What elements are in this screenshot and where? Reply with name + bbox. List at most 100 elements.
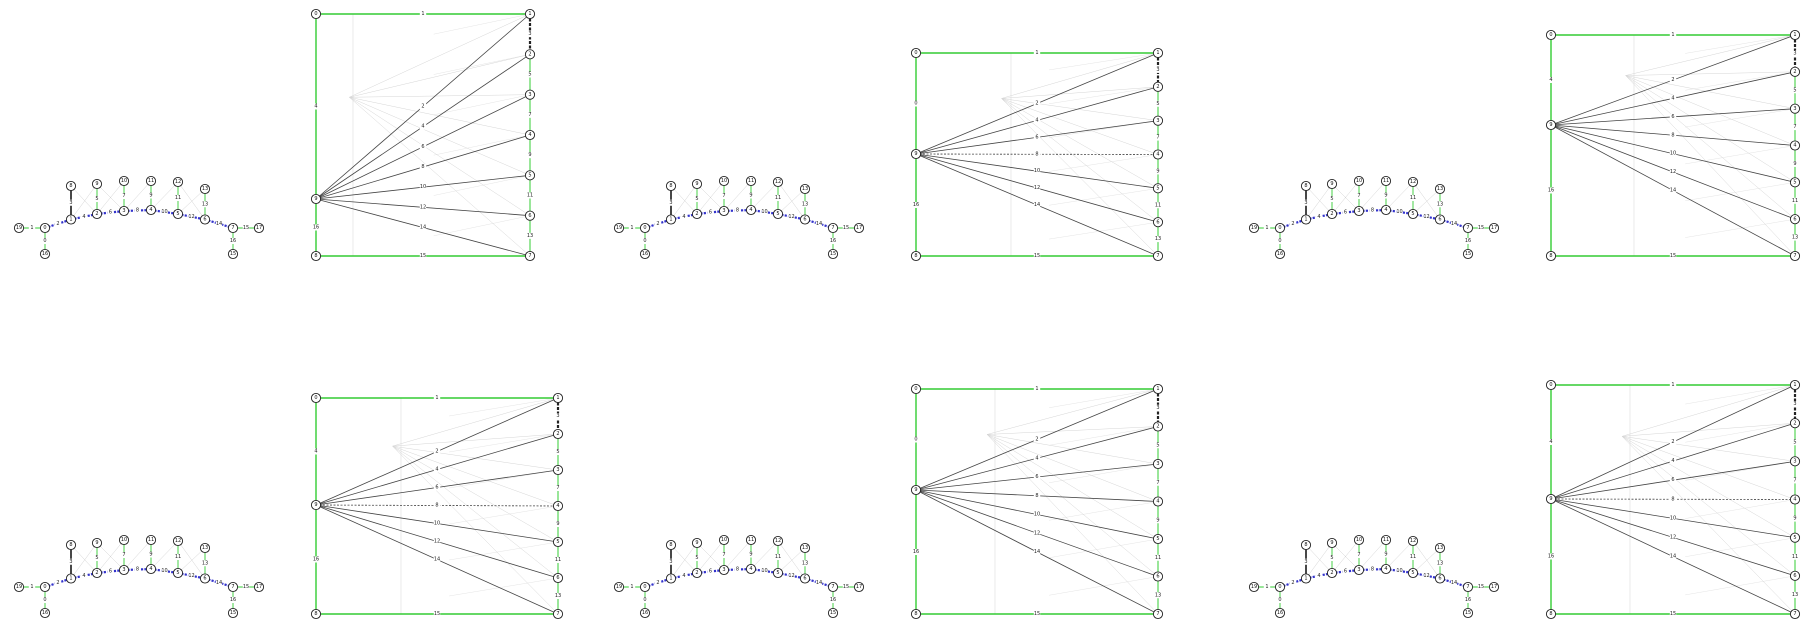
fan-edge-label-bg [1669, 534, 1677, 541]
chain-faint-edge [1412, 547, 1441, 574]
chain-faint-edge [1385, 540, 1414, 570]
chain-edge-label: 4 [682, 573, 685, 579]
node-circle [1326, 178, 1338, 190]
chain-edge-label: 12 [788, 214, 794, 220]
chain-node: 2 [1326, 208, 1338, 220]
chain-edge-label: 11 [1410, 554, 1416, 560]
chain-edge-label-bg [680, 572, 688, 579]
node-circle [118, 534, 130, 546]
node-circle [1462, 248, 1474, 260]
node-label: 4 [528, 132, 531, 138]
node-label: 15 [830, 251, 836, 257]
top-edge-label: 1 [1035, 50, 1038, 56]
chain-faint-edge [777, 181, 806, 220]
fan-edge-label-bg [1033, 492, 1041, 499]
lower-left-edge-label-bg [1547, 553, 1555, 560]
fan-right-node: 3 [1152, 458, 1164, 470]
node-label: 5 [1156, 536, 1159, 542]
chain-edge-label: 1 [30, 584, 33, 590]
node-circle [1326, 208, 1338, 220]
node-label: 10 [1356, 537, 1362, 543]
faint-edge [433, 54, 531, 75]
node-circle [910, 250, 922, 262]
chain-edge-label-bg [720, 193, 728, 199]
fan-edge-label: 2 [421, 104, 424, 110]
faint-edge [449, 505, 559, 525]
chain-node: 0 [39, 222, 51, 234]
node-label: 4 [149, 207, 152, 213]
fan-right-node: 3 [1789, 456, 1801, 467]
faint-edge [1685, 218, 1796, 238]
node-label: 15 [1465, 610, 1471, 616]
chain-edge-label-bg [1328, 196, 1336, 202]
right-edge-label: 5 [1156, 101, 1159, 107]
node-circle [1407, 567, 1419, 579]
chain-edge-label: 13 [1437, 201, 1443, 207]
node-circle [227, 222, 239, 234]
chain-edge-label-bg [1289, 220, 1297, 227]
fan-right-node: 5 [552, 536, 564, 548]
fan-edge-label-bg [419, 103, 427, 110]
node-circle [691, 178, 703, 190]
node-label: 15 [230, 610, 236, 616]
chain-edge-label: 6 [1344, 210, 1347, 216]
fan-edge-label: 8 [421, 164, 424, 170]
node-circle [91, 178, 103, 190]
chain-node: 4 [1380, 204, 1392, 216]
faint-edge [349, 97, 531, 257]
bottom-edge-label: 15 [1670, 611, 1676, 617]
faint-edge [1001, 98, 1159, 223]
bottom-edge-label-bg [1033, 611, 1041, 617]
node-label: 13 [202, 186, 208, 192]
node-label: 4 [1384, 566, 1387, 572]
chain-edge-label: 11 [775, 554, 781, 560]
chain-edge-label-bg [829, 238, 837, 244]
node-circle [524, 210, 536, 221]
chain-edge-label: 8 [736, 567, 739, 573]
node-label: 7 [1793, 611, 1796, 617]
chain-edge-label-bg [1477, 225, 1485, 231]
faint-edge [433, 13, 531, 35]
chain-node: 15 [827, 248, 839, 260]
chain-edge-label-bg [54, 579, 62, 586]
chain-edge-label-bg [1436, 201, 1444, 208]
node-circle [145, 534, 157, 546]
chain-node: 11 [145, 534, 157, 546]
fan-edge-label-bg [1033, 151, 1041, 158]
node-label: 5 [528, 173, 531, 179]
node-label: 9 [1330, 540, 1333, 546]
chain-edge-label-bg [67, 199, 75, 206]
node-circle [524, 89, 536, 100]
fan-edge-label: 8 [435, 503, 438, 509]
chain-edge-label-bg [1302, 199, 1310, 206]
node-label: 0 [914, 50, 917, 56]
right-edge-label-bg [1791, 477, 1799, 484]
chain-edge-label: 1 [30, 225, 33, 231]
chain-edge-label-bg [80, 213, 88, 220]
faint-edge [349, 13, 531, 98]
node-circle [1353, 205, 1365, 217]
faint-edge [1685, 422, 1796, 443]
node-label: 8 [314, 611, 317, 617]
node-circle [552, 392, 564, 404]
node-label: 11 [148, 537, 154, 543]
chain-edge-label-bg [842, 225, 850, 231]
chain-edge-label: 2 [56, 580, 59, 586]
bottom-edge-label: 15 [1670, 253, 1676, 259]
right-edge-label: 7 [1793, 124, 1796, 130]
bottom-edge-label-bg [433, 611, 441, 617]
upper-left-edge-label-bg [312, 448, 320, 455]
node-circle [310, 499, 322, 511]
node-label: 9 [914, 487, 917, 493]
node-label: 7 [1466, 225, 1469, 231]
node-label: 11 [148, 178, 154, 184]
node-label: 8 [1549, 611, 1552, 617]
chain-edge-label-bg [734, 566, 741, 573]
fan-edge-label: 8 [1035, 493, 1038, 499]
right-edge-label: 9 [1793, 161, 1796, 167]
chain-edge-label: 15 [243, 225, 249, 231]
node-circle [691, 537, 703, 549]
right-edge-label-bg [526, 152, 534, 159]
chain-edge-label: 14 [1451, 580, 1457, 586]
